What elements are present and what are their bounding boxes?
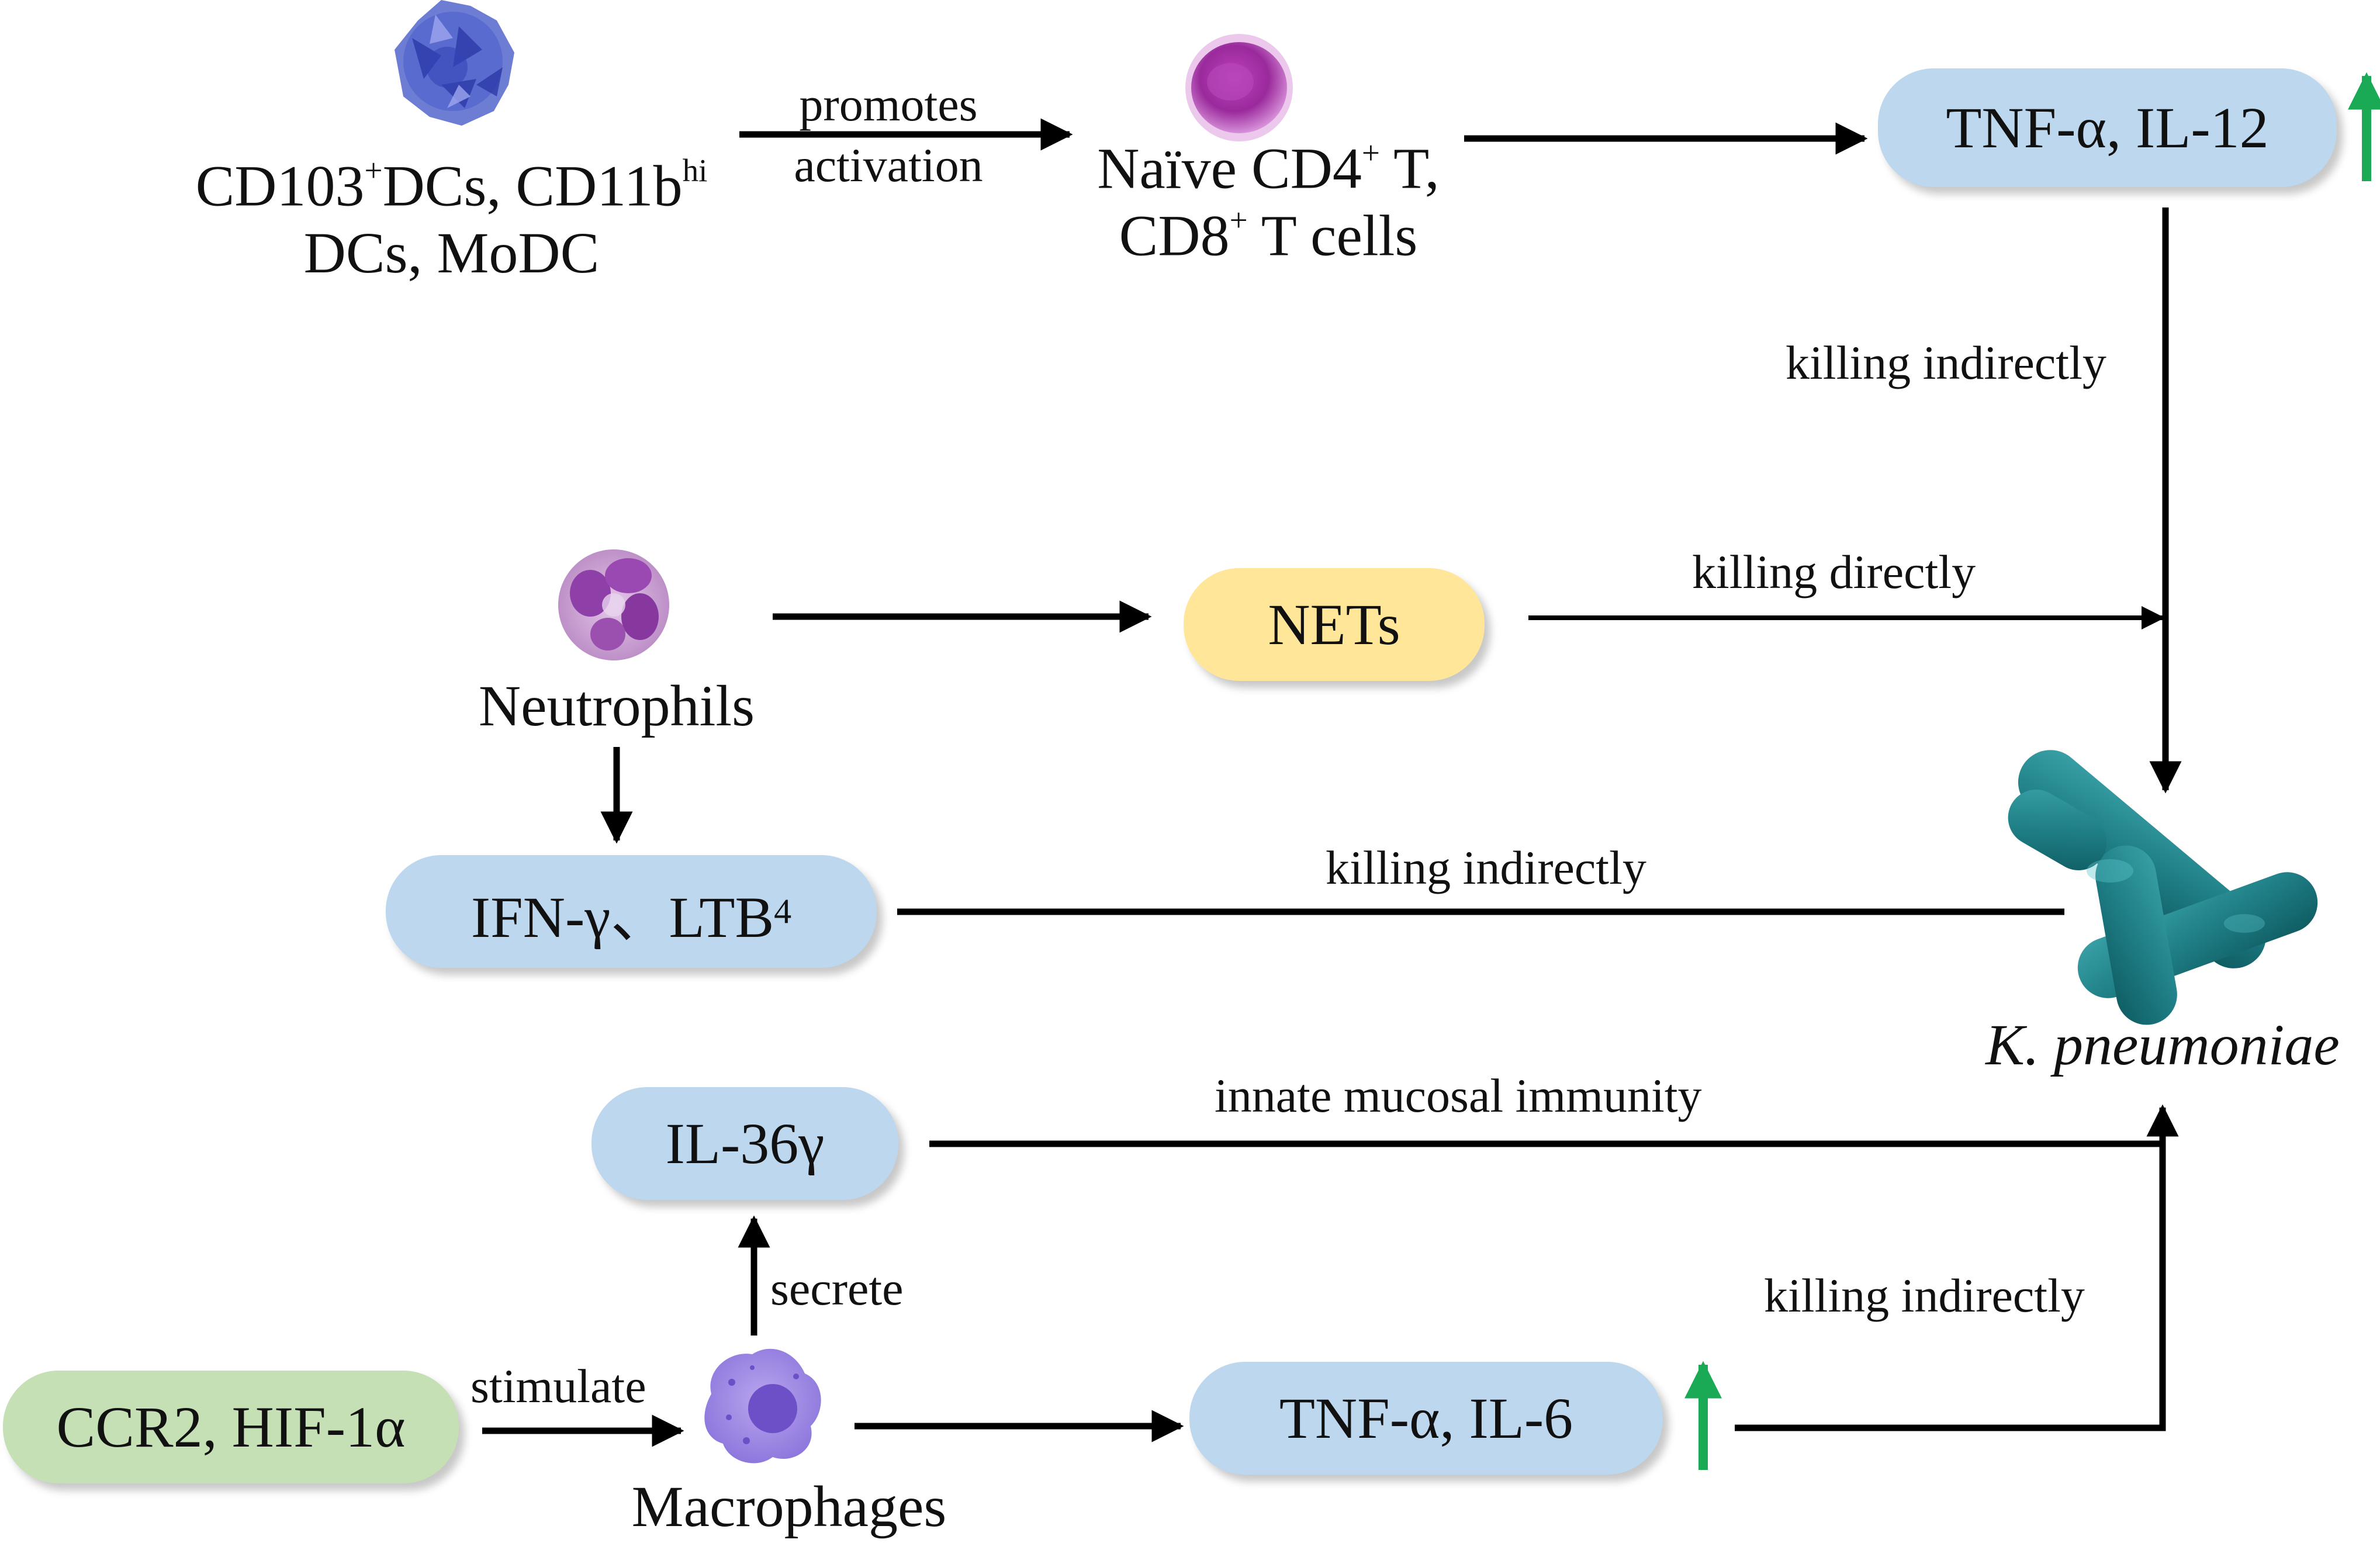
activation-label: activation <box>794 139 983 192</box>
bacteria-icon <box>2008 750 2318 1025</box>
secrete-label: secrete <box>770 1262 904 1315</box>
neutrophils-label: Neutrophils <box>478 673 755 738</box>
killing-indirectly-bottom-label: killing indirectly <box>1764 1269 2085 1322</box>
dendritic-cells-label: CD103+DCs, CD11bhi DCs, MoDC <box>195 153 708 286</box>
killing-directly-label: killing directly <box>1692 545 1976 598</box>
t-cells-label: Naïve CD4+ T, CD8+ T cells <box>1097 135 1440 268</box>
killing-indirectly-mid-label: killing indirectly <box>1326 841 1646 894</box>
stimulate-label: stimulate <box>471 1359 646 1413</box>
promotes-label: promotes <box>799 78 978 131</box>
line-tnf-il6-to-junction <box>1735 1104 2179 1431</box>
il36-pill: IL-36γ <box>591 1087 898 1200</box>
macrophage-icon <box>704 1348 821 1464</box>
bacteria-label: K. pneumoniae <box>1985 1012 2340 1077</box>
tnf-il6-pill: TNF-α, IL-6 <box>1189 1362 1663 1475</box>
t-cell-icon <box>1185 34 1293 141</box>
macrophages-label: Macrophages <box>631 1474 947 1539</box>
killing-indirectly-top-label: killing indirectly <box>1786 336 2106 389</box>
ccr2-hif-pill: CCR2, HIF-1α <box>3 1371 459 1483</box>
dendritic-cell-icon <box>395 0 514 126</box>
innate-mucosal-immunity-label: innate mucosal immunity <box>1215 1069 1702 1122</box>
tnf-il12-pill: TNF-α, IL-12 <box>1878 68 2337 187</box>
neutrophil-icon <box>558 549 669 660</box>
nets-pill: NETs <box>1184 568 1485 681</box>
